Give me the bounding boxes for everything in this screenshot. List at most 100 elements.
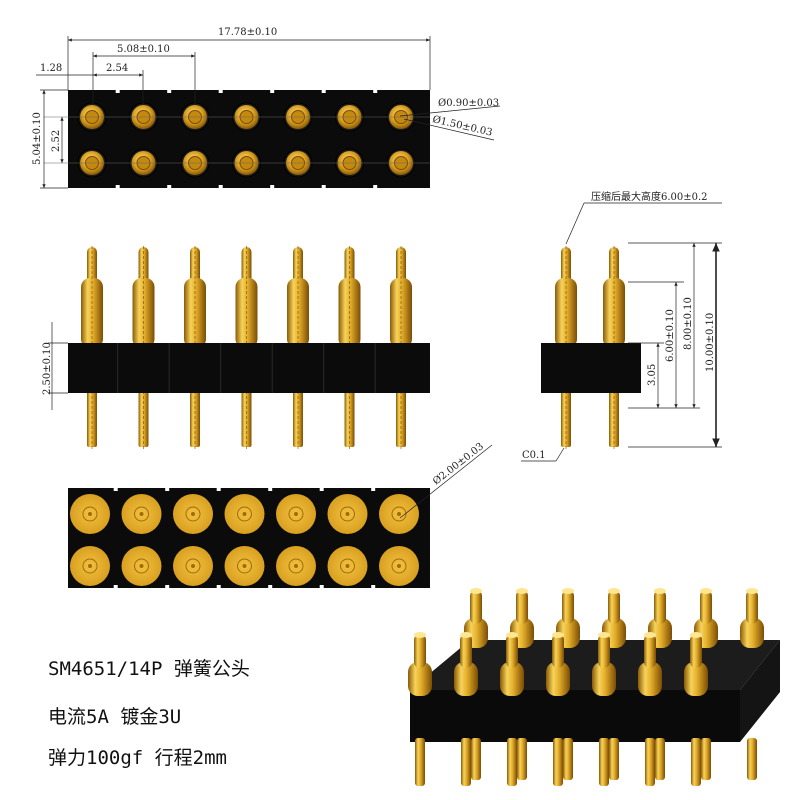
dim-h-800: 8.00±0.10: [683, 297, 694, 350]
iso-pin-tip: [598, 634, 610, 668]
pad-center: [139, 564, 144, 568]
iso-pin-tip: [516, 590, 528, 624]
dim-compressed-height: 压缩后最大高度6.00±0.2: [591, 190, 708, 203]
iso-pin-tip: [746, 590, 758, 624]
iso-pin-tip: [690, 634, 702, 668]
dim-body-width: 5.04±0.10: [32, 112, 43, 165]
housing-notch: [115, 90, 120, 93]
iso-pin-tail: [691, 738, 701, 780]
iso-pin-barrel: [454, 662, 478, 696]
iso-pin-top: [598, 632, 610, 638]
housing-notch: [115, 185, 120, 188]
iso-pin-tip: [562, 590, 574, 624]
top-housing-notches: [115, 90, 378, 188]
iso-pin-tail: [563, 738, 573, 780]
dim-pin-barrel-dia: Ø1.50±0.03: [431, 114, 493, 138]
pad-inner-ring: [134, 506, 149, 522]
housing-notch: [270, 90, 275, 93]
side-housing: [541, 343, 641, 393]
housing-notch: [373, 185, 378, 188]
housing-notch: [319, 585, 324, 588]
iso-pin-tip: [700, 590, 712, 624]
iso-pin-top: [690, 632, 702, 638]
iso-housing-side: [740, 640, 780, 742]
pad-inner-ring: [82, 506, 98, 522]
pad-inner-ring: [237, 558, 252, 574]
pad-center: [294, 564, 298, 568]
iso-pin-top: [414, 632, 426, 638]
housing-notch: [113, 488, 118, 491]
housing-notch: [371, 585, 376, 588]
iso-pin-tip: [414, 634, 426, 668]
iso-pin-top: [506, 632, 518, 638]
iso-pin-tip: [506, 634, 518, 668]
iso-pin-barrel: [592, 662, 616, 696]
iso-pin-tip: [654, 590, 666, 624]
bottom-pads: [70, 494, 419, 586]
pad-center: [139, 512, 144, 516]
iso-pin-barrel: [638, 662, 662, 696]
pad-center: [191, 512, 195, 516]
pad-inner-ring: [340, 558, 355, 574]
housing-notch: [216, 488, 221, 491]
pad-inner-ring: [391, 558, 407, 574]
pad-center: [294, 512, 298, 516]
dim-h-1000: 10.00±0.10: [705, 313, 716, 372]
iso-pin-barrel: [546, 662, 570, 696]
iso-pin-tip: [608, 590, 620, 624]
iso-pin-tail: [507, 738, 517, 780]
iso-pin-tail: [517, 738, 527, 780]
housing-notch: [113, 585, 118, 588]
pad-inner-ring: [237, 506, 252, 522]
bottom-view: Ø2.00±0.03: [68, 441, 493, 588]
dim-pad-dia: Ø2.00±0.03: [431, 441, 486, 487]
housing-notch: [165, 488, 170, 491]
iso-pin-tip: [470, 590, 482, 624]
pad-center: [397, 512, 401, 516]
housing-notch: [167, 185, 172, 188]
housing-notch: [268, 488, 273, 491]
iso-pin-tip: [644, 634, 656, 668]
pad-inner-ring: [185, 506, 201, 522]
iso-pin-top: [562, 588, 574, 594]
housing-notch: [321, 90, 326, 93]
pad-inner-ring: [134, 558, 149, 574]
iso-pin-barrel: [684, 662, 708, 696]
iso-pin-tail: [609, 738, 619, 780]
housing-notch: [373, 90, 378, 93]
spec-force-stroke: 弹力100gf 行程2mm: [48, 747, 227, 769]
iso-pin-top: [608, 588, 620, 594]
iso-pin-tail: [599, 738, 609, 780]
spec-model: SM4651/14P 弹簧公头: [48, 658, 250, 680]
pad-inner-ring: [288, 506, 304, 522]
iso-pin-top: [552, 632, 564, 638]
iso-pin-tip: [552, 634, 564, 668]
top-view: 17.78±0.10 5.08±0.10 2.54 1.28 5.04±0.10…: [32, 27, 501, 189]
iso-pin-top: [654, 588, 666, 594]
iso-pin-barrel: [408, 662, 432, 696]
iso-pin-top: [470, 588, 482, 594]
housing-notch: [216, 585, 221, 588]
pad-inner-ring: [288, 558, 304, 574]
front-housing: [68, 343, 430, 393]
dim-h-600: 6.00±0.10: [665, 309, 676, 362]
pad-center: [242, 564, 247, 568]
iso-pin-top: [516, 588, 528, 594]
pad-center: [345, 512, 350, 516]
iso-pin-tail: [553, 738, 563, 780]
dim-edge-offset: 1.28: [40, 63, 62, 74]
iso-pin-tip: [460, 634, 472, 668]
pad-inner-ring: [185, 558, 201, 574]
iso-pin-barrel: [500, 662, 524, 696]
pad-center: [345, 564, 350, 568]
housing-notch: [218, 90, 223, 93]
dim-row-pitch: 2.52: [51, 130, 62, 152]
dim-pin-tip-dia: Ø0.90±0.03: [438, 98, 499, 109]
housing-notch: [319, 488, 324, 491]
iso-pin-barrel: [740, 618, 764, 648]
iso-pin-tail: [701, 738, 711, 780]
dim-chamfer: C0.1: [522, 450, 546, 461]
dim-overall-length: 17.78±0.10: [218, 27, 277, 38]
iso-housing-front: [410, 690, 740, 742]
